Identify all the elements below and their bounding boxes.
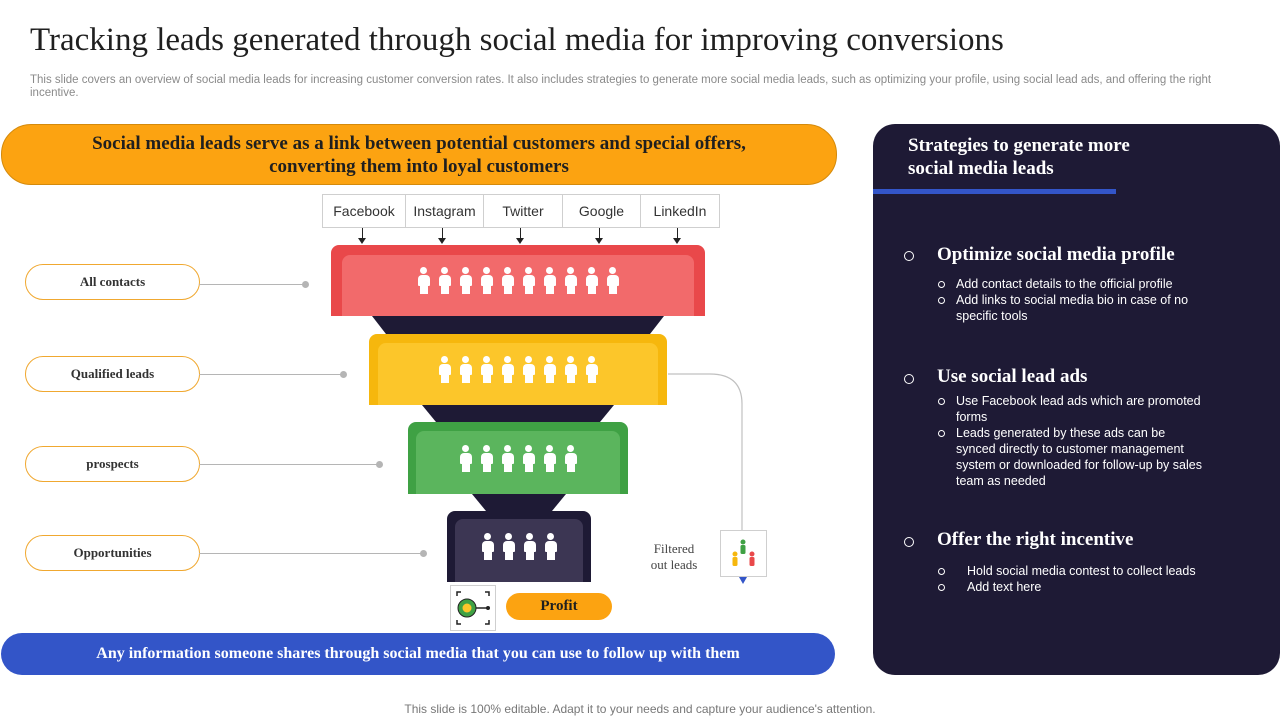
label-qualified-leads: Qualified leads bbox=[25, 356, 200, 392]
label-all-contacts: All contacts bbox=[25, 264, 200, 300]
strategies-title: Strategies to generate more social media… bbox=[908, 135, 1130, 179]
person-icon bbox=[585, 356, 599, 383]
person-icon bbox=[564, 444, 578, 472]
platform-instagram: Instagram bbox=[406, 195, 484, 227]
leader-dot bbox=[420, 550, 427, 557]
person-icon bbox=[585, 267, 599, 294]
person-icon bbox=[544, 533, 558, 560]
list-item: Leads generated by these ads can be sync… bbox=[938, 425, 1208, 489]
person-icon bbox=[522, 356, 536, 383]
top-banner-text: Social media leads serve as a link betwe… bbox=[92, 132, 746, 177]
leader-dot bbox=[302, 281, 309, 288]
strategy-heading-lead-ads: Use social lead ads bbox=[937, 366, 1088, 387]
leader-dot bbox=[376, 461, 383, 468]
arrow-down-icon bbox=[595, 228, 603, 244]
people-icons bbox=[417, 267, 620, 294]
list-item: Add links to social media bio in case of… bbox=[938, 292, 1208, 324]
platform-linkedin: LinkedIn bbox=[653, 203, 707, 219]
person-icon bbox=[564, 267, 578, 294]
page-subtitle: This slide covers an overview of social … bbox=[30, 74, 1212, 99]
funnel-stage-qualified-leads bbox=[369, 334, 667, 405]
people-icons bbox=[481, 533, 558, 560]
funnel-stage-opportunities bbox=[447, 511, 591, 582]
strategy-points-lead-ads: Use Facebook lead ads which are promoted… bbox=[938, 393, 1208, 489]
person-icon bbox=[502, 533, 516, 560]
bullet-icon bbox=[904, 537, 914, 547]
top-banner: Social media leads serve as a link betwe… bbox=[1, 124, 837, 185]
bottom-banner-text: Any information someone shares through s… bbox=[96, 645, 740, 662]
funnel-connector bbox=[472, 494, 566, 511]
platform-twitter: Twitter bbox=[484, 195, 563, 227]
platform-facebook: Facebook bbox=[323, 195, 406, 227]
arrow-down-icon bbox=[673, 228, 681, 244]
leader-line bbox=[199, 553, 423, 554]
person-icon bbox=[417, 267, 431, 294]
list-item: Add text here bbox=[938, 579, 1208, 595]
funnel-stage-all-contacts bbox=[331, 245, 705, 316]
person-icon bbox=[543, 444, 557, 472]
profit-icon bbox=[450, 585, 496, 631]
list-item: Add contact details to the official prof… bbox=[938, 276, 1208, 292]
people-icons bbox=[459, 444, 578, 472]
strategy-heading-incentive: Offer the right incentive bbox=[937, 529, 1134, 550]
leader-line bbox=[199, 284, 305, 285]
funnel-connector bbox=[422, 405, 614, 422]
person-icon bbox=[480, 444, 494, 472]
arrow-down-icon bbox=[438, 228, 446, 244]
person-icon bbox=[522, 267, 536, 294]
platform-tabs: Facebook Instagram Twitter Google Linked… bbox=[322, 194, 720, 228]
person-icon bbox=[543, 356, 557, 383]
filtered-connector-line bbox=[668, 373, 743, 530]
person-icon bbox=[480, 267, 494, 294]
title-underline bbox=[873, 189, 1116, 194]
profit-label: Profit bbox=[506, 593, 612, 620]
strategy-heading-optimize: Optimize social media profile bbox=[937, 244, 1175, 265]
people-icons bbox=[438, 356, 599, 383]
funnel-connector bbox=[372, 316, 664, 334]
list-item: Hold social media contest to collect lea… bbox=[938, 563, 1208, 579]
strategy-points-incentive: Hold social media contest to collect lea… bbox=[938, 563, 1208, 595]
platform-google: Google bbox=[563, 195, 641, 227]
person-icon bbox=[523, 533, 537, 560]
leader-dot bbox=[340, 371, 347, 378]
person-icon bbox=[480, 356, 494, 383]
list-item: Use Facebook lead ads which are promoted… bbox=[938, 393, 1208, 425]
person-icon bbox=[438, 267, 452, 294]
person-icon bbox=[543, 267, 557, 294]
person-icon bbox=[501, 267, 515, 294]
person-icon bbox=[564, 356, 578, 383]
footer-note: This slide is 100% editable. Adapt it to… bbox=[404, 702, 876, 716]
person-icon bbox=[459, 444, 473, 472]
person-icon bbox=[459, 356, 473, 383]
person-icon bbox=[438, 356, 452, 383]
person-icon bbox=[501, 356, 515, 383]
bottom-banner: Any information someone shares through s… bbox=[1, 633, 835, 675]
funnel-stage-prospects bbox=[408, 422, 628, 494]
filtered-out-label: Filtered out leads bbox=[650, 541, 698, 572]
person-icon bbox=[459, 267, 473, 294]
bullet-icon bbox=[904, 374, 914, 384]
leader-line bbox=[199, 464, 379, 465]
leader-line bbox=[199, 374, 343, 375]
filtered-arrow-icon bbox=[739, 577, 747, 584]
person-icon bbox=[481, 533, 495, 560]
filtered-people-icon bbox=[720, 530, 767, 577]
person-icon bbox=[501, 444, 515, 472]
label-prospects: prospects bbox=[25, 446, 200, 482]
bullet-icon bbox=[904, 251, 914, 261]
page-title: Tracking leads generated through social … bbox=[30, 22, 1004, 58]
strategy-points-optimize: Add contact details to the official prof… bbox=[938, 276, 1208, 324]
label-opportunities: Opportunities bbox=[25, 535, 200, 571]
person-icon bbox=[606, 267, 620, 294]
arrow-down-icon bbox=[516, 228, 524, 244]
person-icon bbox=[522, 444, 536, 472]
arrow-down-icon bbox=[358, 228, 366, 244]
